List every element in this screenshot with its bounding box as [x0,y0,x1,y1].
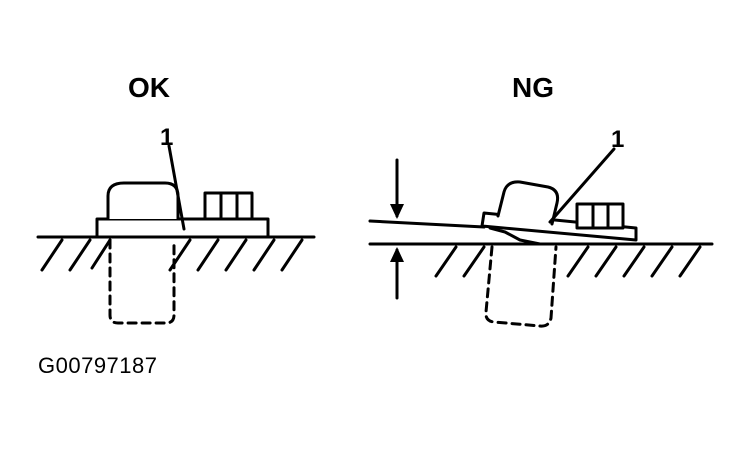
ng-stud-hidden [484,245,558,328]
ok-stud-hidden [108,238,176,325]
ng-ground-hatching [434,245,702,278]
ng-callout-number: 1 [611,126,625,153]
ok-ground-hatching [40,238,304,272]
ng-arrow-down-icon [390,204,404,219]
ok-head [106,181,180,221]
ng-gap-line-upper [368,219,486,229]
ng-wedge [488,226,542,246]
ok-nut [203,191,254,221]
ng-head [496,180,560,226]
ng-arrow-up-icon [390,247,404,262]
figure-id: G00797187 [38,353,158,378]
ng-label: NG [512,72,554,103]
ng-callout-leader [548,147,616,224]
ok-callout-leader [167,144,186,231]
ok-label: OK [128,72,170,103]
ok-assembly [36,144,316,325]
ng-nut [575,202,625,230]
ok-callout-number: 1 [160,124,174,151]
ng-assembly [368,147,714,328]
